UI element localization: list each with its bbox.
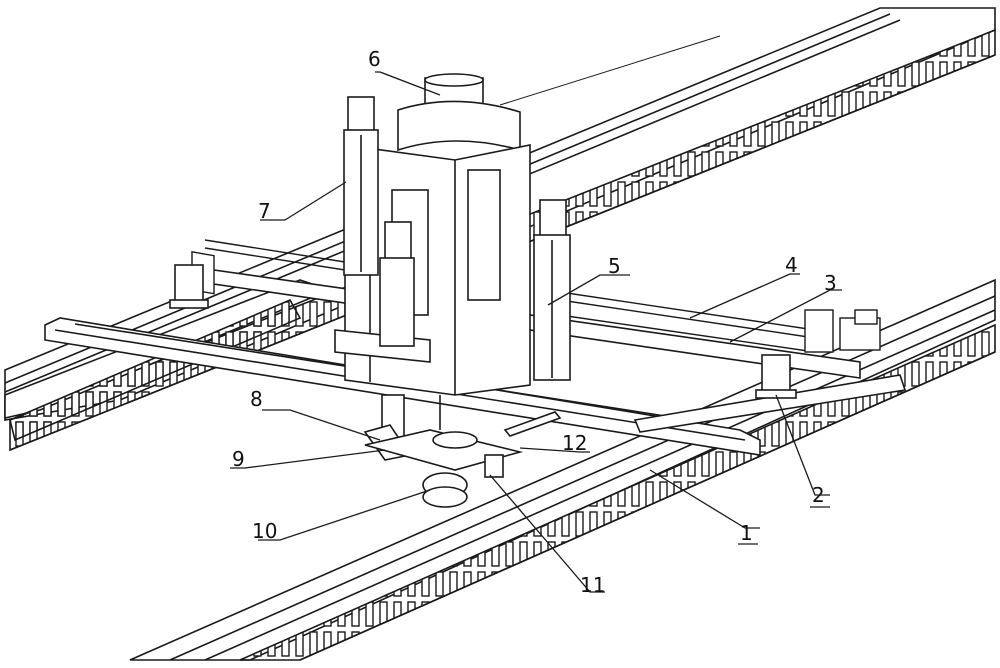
rail-carriage-right	[755, 354, 797, 399]
lead-screw-upper	[191, 239, 881, 353]
callout-label-1: 1	[740, 521, 753, 545]
callout-label-7: 7	[258, 199, 271, 223]
callout-label-12: 12	[562, 431, 587, 455]
callout-label-10: 10	[252, 519, 277, 543]
vertical-drive-left	[343, 96, 379, 276]
vertical-drive-center	[379, 221, 415, 347]
callout-label-8: 8	[250, 387, 263, 411]
callout-label-3: 3	[824, 271, 837, 295]
callout-label-2: 2	[812, 483, 825, 507]
tool-assembly	[363, 394, 562, 508]
callout-label-5: 5	[608, 254, 621, 278]
callout-label-11: 11	[580, 573, 605, 597]
callout-label-6: 6	[368, 47, 381, 71]
vertical-drive-right	[533, 199, 571, 381]
rail-carriage-left	[169, 264, 209, 309]
callout-labels: 1 2 3 4 5 6 7 8 9 10 11 12	[232, 47, 837, 597]
callout-label-9: 9	[232, 447, 245, 471]
callout-leaders	[230, 71, 842, 593]
callout-label-4: 4	[785, 253, 798, 277]
